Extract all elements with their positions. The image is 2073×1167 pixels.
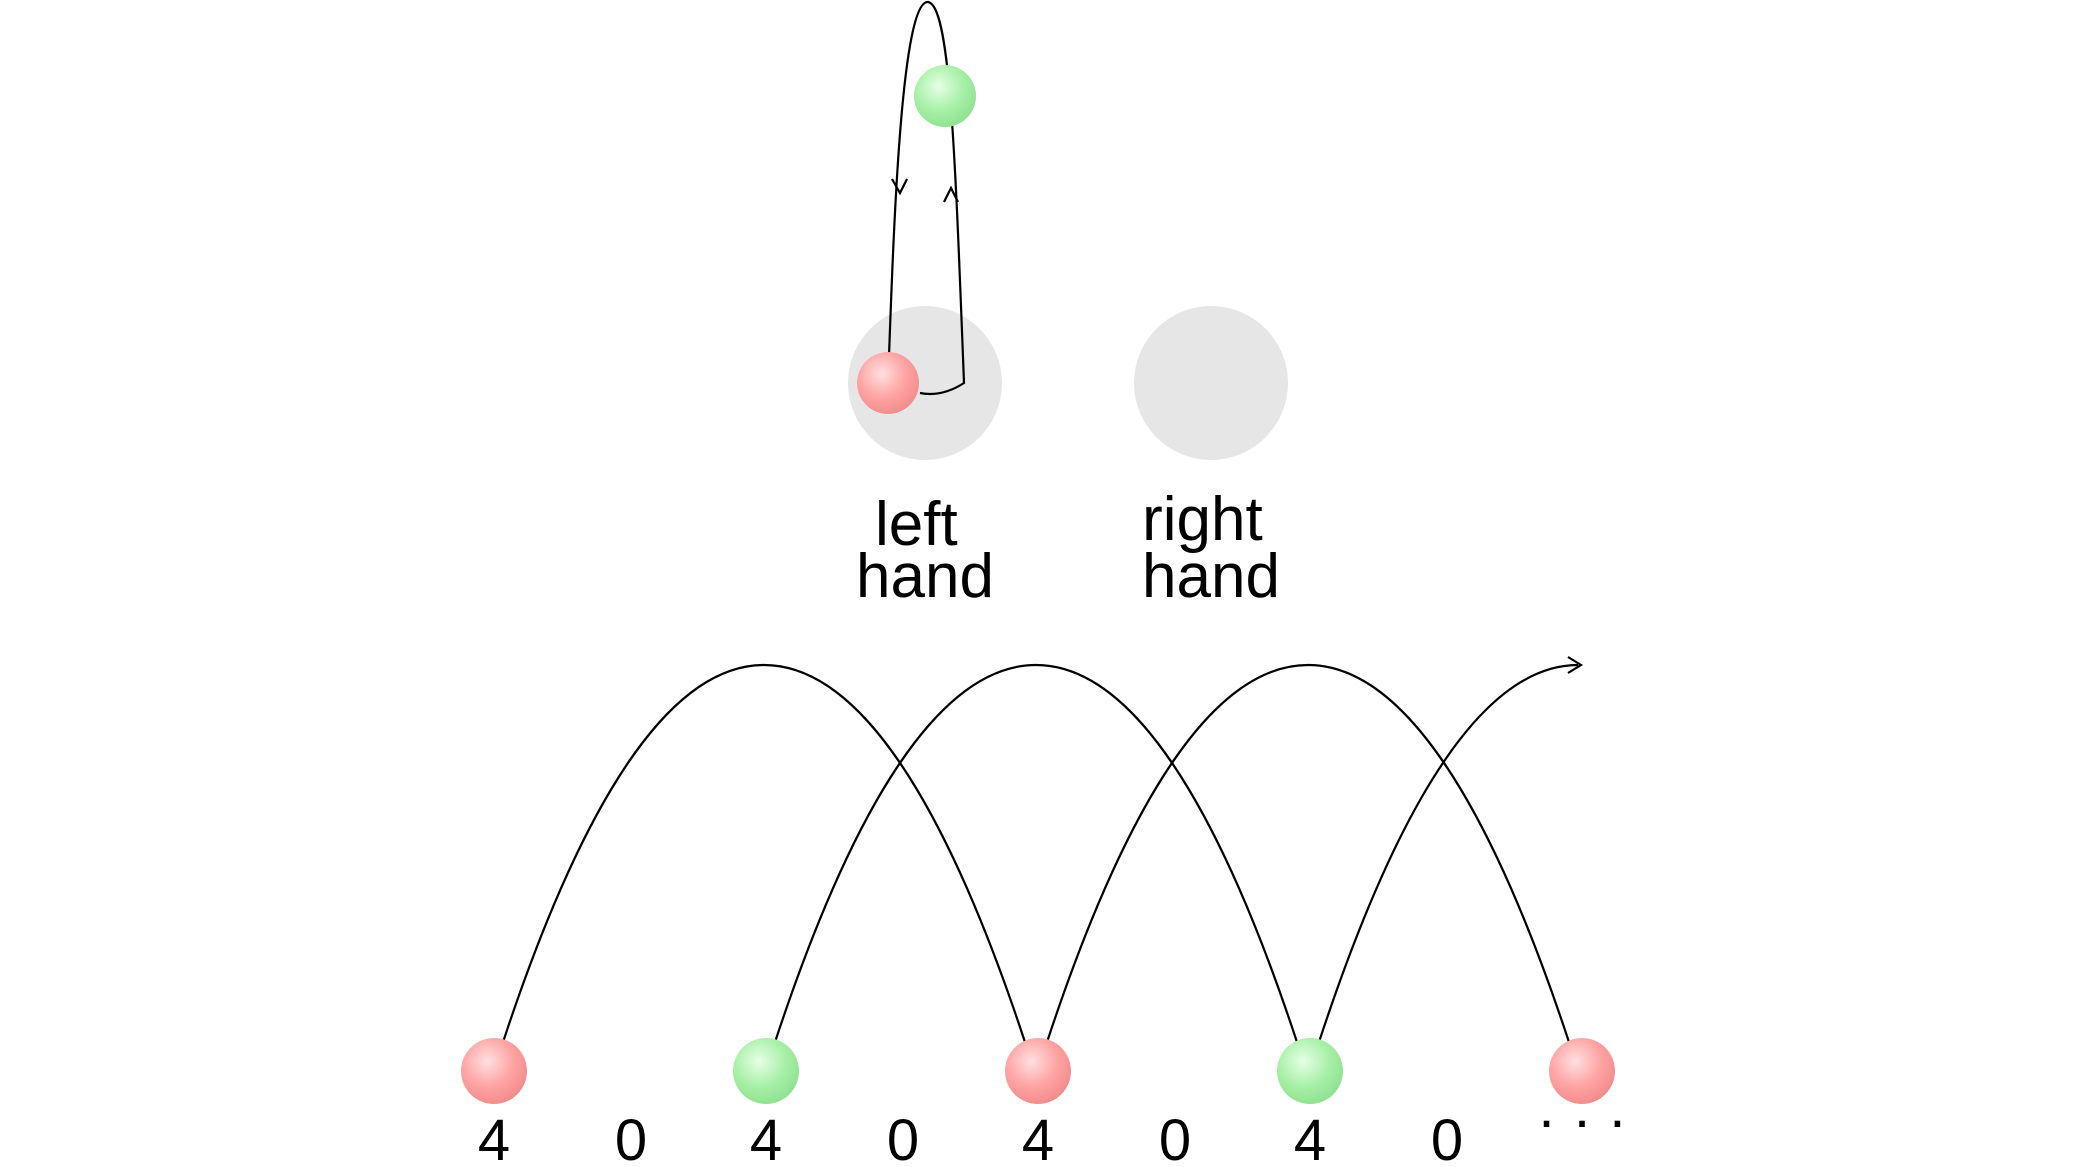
green-ball-in-air	[914, 65, 976, 127]
siteswap-value: 4	[1294, 1108, 1326, 1167]
red-ball-in-hand	[857, 352, 919, 414]
left-hand-throw-path	[886, 0, 966, 396]
up-arrow-icon	[943, 185, 959, 203]
sequence-ball-green	[733, 1038, 799, 1104]
left-hand-label: left hand	[856, 490, 994, 611]
arrow-right-icon	[1567, 656, 1584, 674]
throw-arc-3	[1036, 663, 1580, 1071]
siteswap-value: 4	[750, 1108, 782, 1167]
down-arrow-icon	[891, 178, 908, 196]
sequence-ball-red	[461, 1038, 527, 1104]
right-hand-circle	[1134, 306, 1288, 460]
sequence-ball-red	[1549, 1038, 1615, 1104]
sequence-ball-red	[1005, 1038, 1071, 1104]
siteswap-value: 0	[1431, 1108, 1463, 1167]
throw-arc-4	[1308, 663, 1579, 1071]
throw-arc-2	[764, 663, 1308, 1071]
siteswap-value: 0	[1159, 1108, 1191, 1167]
right-hand-label: right hand	[1142, 485, 1280, 611]
siteswap-value: 0	[887, 1108, 919, 1167]
sequence-ball-green	[1277, 1038, 1343, 1104]
continuation-ellipsis: · · ·	[1537, 1088, 1627, 1153]
siteswap-value: 4	[1022, 1108, 1054, 1167]
siteswap-value: 4	[478, 1108, 510, 1167]
throw-arc-1	[492, 663, 1036, 1071]
siteswap-value: 0	[615, 1108, 647, 1167]
